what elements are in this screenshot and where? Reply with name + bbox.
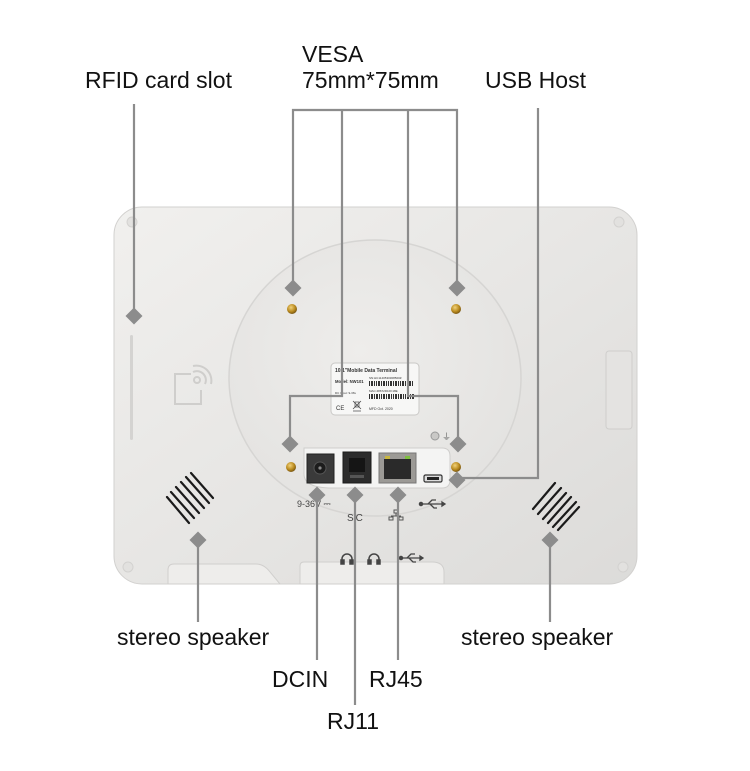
callout-rj11: RJ11 xyxy=(327,708,379,734)
marker-speaker-right xyxy=(541,531,559,549)
callout-vesa-line1: VESA xyxy=(302,41,364,67)
usb-symbol-icon-bottom xyxy=(398,553,425,563)
callout-vesa-line2: 75mm*75mm xyxy=(302,67,439,93)
usb-symbol-icon xyxy=(418,499,447,509)
voltage-marking: 9-36V ⎓ xyxy=(297,499,331,509)
speaker-right-grille xyxy=(531,481,581,532)
leader-lines xyxy=(132,104,552,705)
mini-usb-port xyxy=(423,474,443,483)
headphone-icon-1 xyxy=(340,553,354,565)
leader-vesa-bottom-right xyxy=(406,110,460,444)
label-model: Model: NW101 xyxy=(335,379,364,384)
callout-usb-host: USB Host xyxy=(485,67,586,93)
callout-stereo-speaker-left: stereo speaker xyxy=(117,624,270,650)
label-title: 10.1"Mobile Data Terminal xyxy=(335,368,398,374)
headphone-icon-2 xyxy=(367,553,381,565)
vesa-screw-top-right xyxy=(451,304,461,314)
label-sn: SN:HC1140530308500Z xyxy=(369,376,402,380)
callout-rfid-card-slot: RFID card slot xyxy=(85,67,232,93)
callout-stereo-speaker-right: stereo speaker xyxy=(461,624,614,650)
port-panel xyxy=(303,447,451,489)
callout-rj45: RJ45 xyxy=(369,666,423,692)
ground-symbol-icon: ⏚ xyxy=(442,432,451,442)
rfid-card-slot xyxy=(130,335,133,440)
weee-bin-icon xyxy=(352,400,362,412)
label-dc-input: DC Input: 9-36v xyxy=(335,391,357,395)
label-mac: MAC:48672D1FF18E xyxy=(369,389,398,393)
vesa-screws xyxy=(286,304,461,472)
label-ce-mark: CE xyxy=(336,406,344,412)
bottom-feet xyxy=(167,561,445,585)
side-cover xyxy=(605,350,633,430)
marker-speaker-left xyxy=(189,531,207,549)
device-label-sticker: 10.1"Mobile Data Terminal Model: NW101 S… xyxy=(330,362,420,416)
rj45-port xyxy=(378,452,417,484)
rfid-icon xyxy=(174,364,213,405)
label-mfd: MFD Oct. 2020 xyxy=(369,407,393,411)
callout-dcin: DCIN xyxy=(272,666,329,692)
vesa-screw-bottom-right xyxy=(451,462,461,472)
vesa-screw-top-left xyxy=(287,304,297,314)
leader-vesa-bracket-top xyxy=(291,108,459,286)
vesa-screw-bottom-left xyxy=(286,462,296,472)
barcode-sn xyxy=(369,381,413,386)
ground-screw: ⏚ xyxy=(430,431,451,442)
leader-usb-host xyxy=(458,108,540,480)
rj11-port xyxy=(342,451,372,484)
dc-in-port xyxy=(306,453,335,484)
speaker-left-grille xyxy=(165,471,215,525)
leader-vesa-bottom-left xyxy=(288,110,344,444)
